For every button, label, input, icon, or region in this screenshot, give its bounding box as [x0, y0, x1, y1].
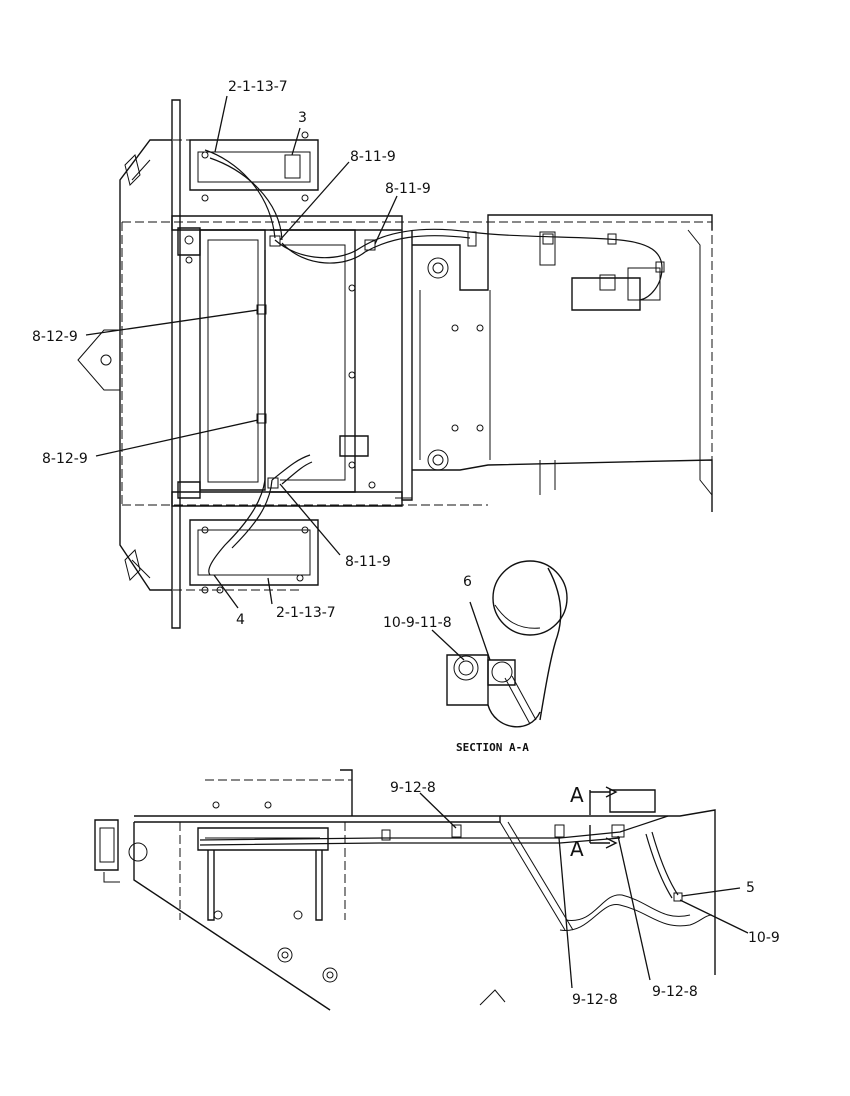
callout-8-12-9-left-a: 8-12-9 [32, 329, 78, 345]
section-a-a [431, 560, 568, 728]
side-view [94, 769, 716, 1011]
callout-10-9: 10-9 [748, 930, 780, 946]
callout-8-11-9-upper-b: 8-11-9 [385, 181, 431, 197]
callout-4: 4 [236, 612, 245, 628]
callout-6: 6 [463, 574, 472, 590]
section-labels: 6 10-9-11-8 SECTION A-A [383, 574, 529, 754]
callout-9-12-8-bottom-right: 9-12-8 [652, 984, 698, 1000]
top-view [77, 99, 713, 629]
callout-5: 5 [746, 880, 755, 896]
callout-8-11-9-upper-a: 8-11-9 [350, 149, 396, 165]
callout-8-11-9-lower: 8-11-9 [345, 554, 391, 570]
callout-3: 3 [298, 110, 307, 126]
callout-2-1-13-7-top: 2-1-13-7 [228, 79, 288, 95]
side-view-leaders [419, 792, 749, 989]
callout-8-12-9-left-b: 8-12-9 [42, 451, 88, 467]
callout-2-1-13-7-bottom: 2-1-13-7 [276, 605, 336, 621]
top-view-leaders [85, 95, 398, 609]
callout-9-12-8-bottom-left: 9-12-8 [572, 992, 618, 1008]
section-arrow-a-lower: A [570, 837, 584, 861]
callout-10-9-11-8: 10-9-11-8 [383, 615, 452, 631]
section-title: SECTION A-A [456, 741, 529, 754]
side-view-labels: 9-12-8 A A 5 10-9 9-12-8 9-12-8 [390, 780, 780, 1008]
section-arrow-a-upper: A [570, 783, 584, 807]
top-view-labels: 2-1-13-7 3 8-11-9 8-11-9 8-12-9 8-12-9 8… [32, 79, 431, 628]
callout-9-12-8-top: 9-12-8 [390, 780, 436, 796]
